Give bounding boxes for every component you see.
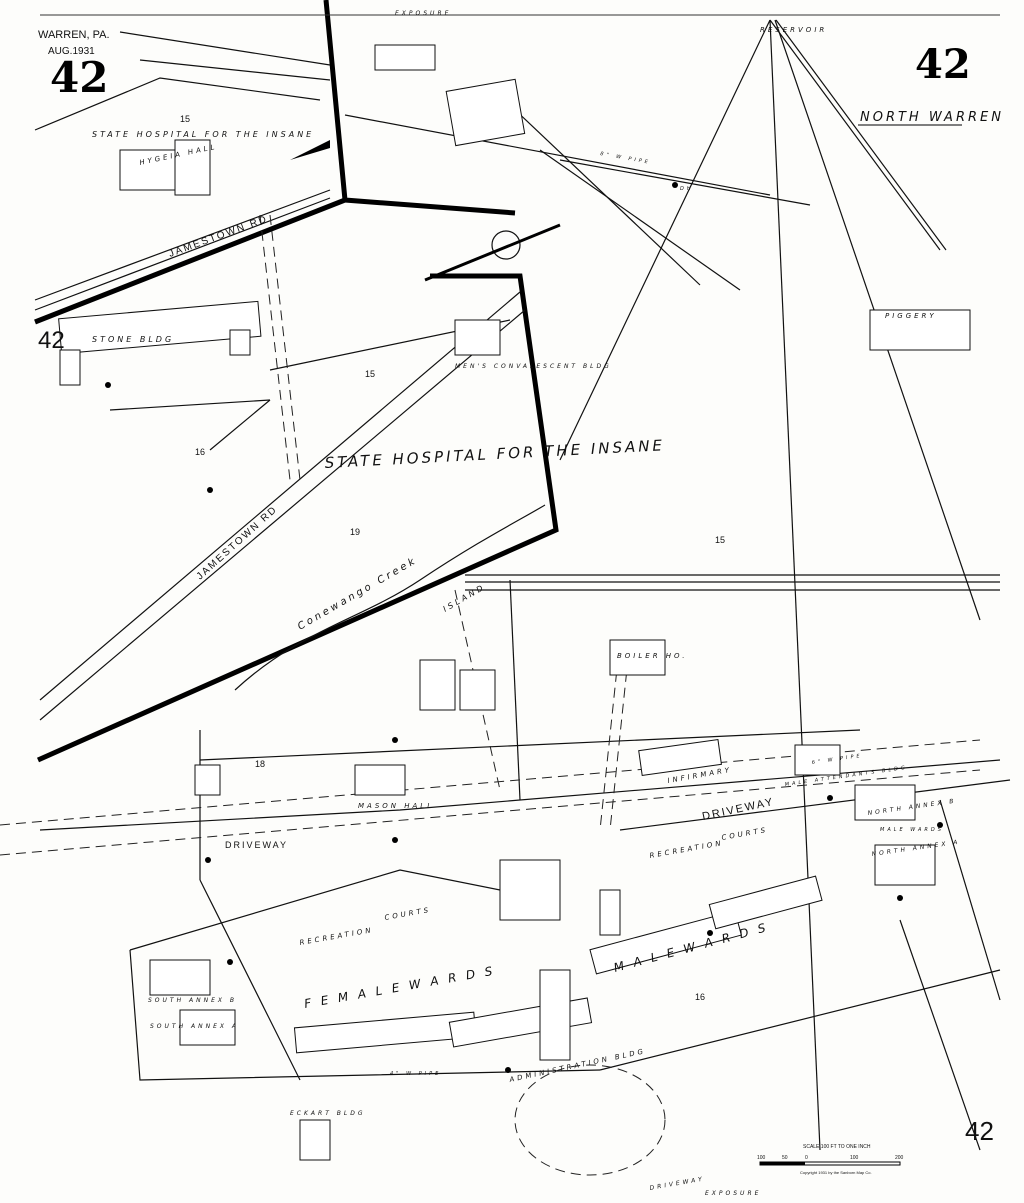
stone-bldg-label: STONE BLDG [92, 335, 174, 344]
dh-label: DH [680, 186, 694, 192]
creek [234, 504, 546, 691]
scale-bar: SCALE 100 FT TO ONE INCH 100 50 0 100 20… [757, 1144, 904, 1175]
sheet-number-right: 42 [915, 41, 971, 88]
block-number: 16 [195, 447, 205, 457]
block-number: 15 [715, 535, 725, 545]
block-number: 15 [365, 369, 375, 379]
adjacent-sheet-number: 42 [965, 1116, 994, 1146]
exposure-label: EXPOSURE [705, 1190, 761, 1197]
scale-tick: 50 [782, 1155, 788, 1161]
copyright: Copyright 1931 by the Sanborn Map Co. [800, 1170, 872, 1175]
administration-bldg-label: ADMINISTRATION BLDG [508, 1047, 647, 1084]
north-arrow-icon [290, 140, 561, 282]
scale-tick: 0 [805, 1155, 808, 1161]
driveway-label: DRIVEWAY [225, 840, 288, 850]
exposure-label-top: EXPOSURE [395, 10, 451, 17]
recreation-label: RECREATION [299, 926, 374, 947]
area-title: NORTH WARREN [860, 110, 1004, 125]
block-number: 19 [350, 527, 360, 537]
block-number: 15 [180, 114, 190, 124]
eckart-bldg-label: ECKART BLDG [290, 1110, 366, 1117]
date-label: AUG.1931 [48, 46, 95, 57]
courts-label-2: COURTS [721, 826, 769, 842]
scale-tick: 200 [895, 1155, 904, 1161]
south-annex-b-label: SOUTH ANNEX B [148, 997, 237, 1004]
mason-hall-label: MASON HALL [358, 802, 434, 810]
piggery-label: PIGGERY [885, 312, 937, 320]
driveway-label-2: DRIVEWAY [701, 796, 775, 823]
driveway-label-3: DRIVEWAY [649, 1175, 705, 1192]
pipe-label-4: 4" W PIPE [390, 1071, 441, 1077]
scale-tick: 100 [850, 1155, 859, 1161]
block-number: 16 [695, 992, 705, 1002]
adjacent-sheet-number-left: 42 [38, 327, 65, 354]
female-wards-label: F E M A L E W A R D S [303, 964, 496, 1011]
island-label: ISLAND [442, 582, 488, 614]
recreation-label-2: RECREATION [649, 839, 724, 860]
jamestown-rd-label-2: JAMESTOWN RD [195, 504, 280, 582]
buildings [58, 44, 971, 1161]
scale-tick: 100 [757, 1155, 766, 1161]
creek-label: Conewango Creek [296, 555, 419, 633]
south-annex-a-label: SOUTH ANNEX A [150, 1023, 239, 1030]
block-number: 18 [255, 759, 265, 769]
scale-title: SCALE 100 FT TO ONE INCH [803, 1144, 871, 1150]
courts-label: COURTS [384, 906, 432, 922]
city-label: WARREN, PA. [38, 29, 110, 41]
hospital-label-small: STATE HOSPITAL FOR THE INSANE [92, 130, 314, 139]
hospital-label-big: STATE HOSPITAL FOR THE INSANE [324, 436, 665, 472]
mens-convalescent-label: MEN'S CONVALESCENT BLDG [455, 363, 612, 370]
boiler-house-label: BOILER HO. [617, 652, 688, 660]
male-wards-small-label: MALE WARDS [880, 827, 944, 833]
hydrant-dots [105, 182, 943, 1073]
railroad [465, 574, 1000, 591]
pipe-label: 8" W PIPE [600, 151, 652, 166]
sheet-number: 42 [50, 53, 108, 102]
reservoir-label: RESERVOIR [760, 26, 827, 34]
